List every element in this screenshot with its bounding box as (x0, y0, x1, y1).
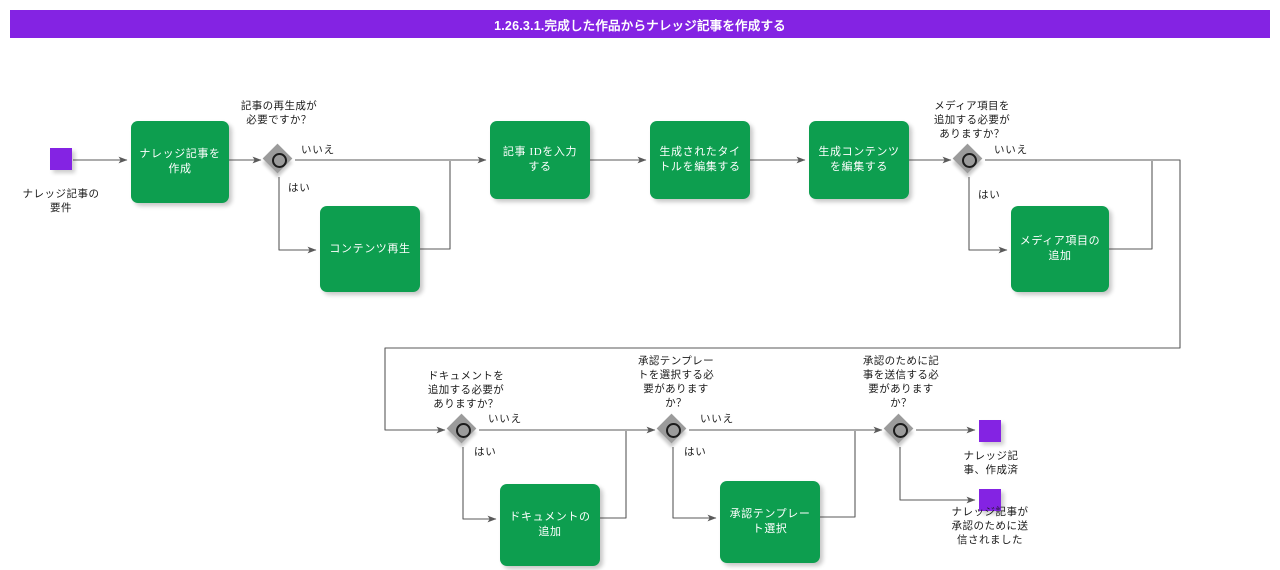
task-label: 生成コンテンツを編集する (818, 146, 900, 173)
edge-label-template-no: いいえ (700, 414, 734, 425)
task-label: 生成されたタイトルを編集する (659, 146, 741, 173)
task-label: 承認テンプレート選択 (729, 508, 811, 535)
edge-label-add-document-yes: はい (474, 447, 497, 458)
gateway-question-add-document: ドキュメントを追加する必要がありますか？ (427, 371, 505, 410)
task-edit-generated-title[interactable]: 生成されたタイトルを編集する (650, 121, 750, 199)
task-label: メディア項目の追加 (1019, 235, 1101, 262)
task-edit-generated-content[interactable]: 生成コンテンツを編集する (809, 121, 909, 199)
task-add-document[interactable]: ドキュメントの追加 (500, 484, 600, 566)
gateway-question-regenerate-article: 記事の再生成が必要ですか？ (240, 101, 318, 126)
gateway-regenerate-article[interactable] (262, 143, 294, 175)
end-event-article-created-label: ナレッジ記事、作成済 (963, 451, 1019, 476)
edge-label-add-document-no: いいえ (488, 414, 522, 425)
edge-label-regenerate-no: いいえ (301, 145, 335, 156)
gateway-submit-for-approval[interactable] (883, 413, 915, 445)
edge-label-regenerate-yes: はい (288, 183, 311, 194)
task-enter-article-id[interactable]: 記事 IDを入力する (490, 121, 590, 199)
gateway-add-media[interactable] (952, 143, 984, 175)
end-event-article-submitted[interactable] (979, 489, 1001, 511)
gateway-ring-icon (961, 152, 977, 168)
task-label: ナレッジ記事を作成 (139, 148, 221, 175)
gateway-select-approval-template[interactable] (656, 413, 688, 445)
task-create-knowledge-article[interactable]: ナレッジ記事を作成 (131, 121, 229, 203)
page-title-bar: 1.26.3.1.完成した作品からナレッジ記事を作成する (10, 10, 1270, 38)
gateway-ring-icon (455, 422, 471, 438)
task-select-approval-template[interactable]: 承認テンプレート選択 (720, 481, 820, 563)
edge-adddoc-back (600, 431, 627, 519)
end-event-article-submitted-label: ナレッジ記事が承認のために送信されました (951, 507, 1029, 546)
task-label: 記事 IDを入力する (502, 146, 578, 173)
gateway-add-document[interactable] (446, 413, 478, 445)
task-regenerate-content[interactable]: コンテンツ再生 (320, 206, 420, 292)
edge-label-template-yes: はい (684, 447, 707, 458)
gateway-question-select-approval-template: 承認テンプレートを選択する必要がありますか？ (637, 356, 715, 409)
task-label: コンテンツ再生 (329, 242, 411, 255)
gateway-ring-icon (665, 422, 681, 438)
gateway-question-add-media: メディア項目を追加する必要がありますか？ (933, 101, 1011, 140)
edge-label-add-media-yes: はい (978, 190, 1001, 201)
page-title: 1.26.3.1.完成した作品からナレッジ記事を作成する (494, 18, 786, 33)
gateway-question-submit-for-approval: 承認のために記事を送信する必要がありますか？ (862, 356, 940, 409)
start-event-label: ナレッジ記事の要件 (22, 189, 100, 214)
start-event-knowledge-requirement[interactable] (50, 148, 72, 170)
gateway-ring-icon (271, 152, 287, 168)
edge-template-back (820, 431, 856, 518)
edge-gw-media-yes (968, 177, 1008, 254)
task-add-media-item[interactable]: メディア項目の追加 (1011, 206, 1109, 292)
end-event-article-created[interactable] (979, 420, 1001, 442)
edge-label-add-media-no: いいえ (994, 145, 1028, 156)
gateway-ring-icon (892, 422, 908, 438)
task-label: ドキュメントの追加 (509, 511, 591, 538)
edge-regen-back-to-main (420, 161, 451, 250)
edge-addmedia-back-to-main (1109, 161, 1153, 250)
